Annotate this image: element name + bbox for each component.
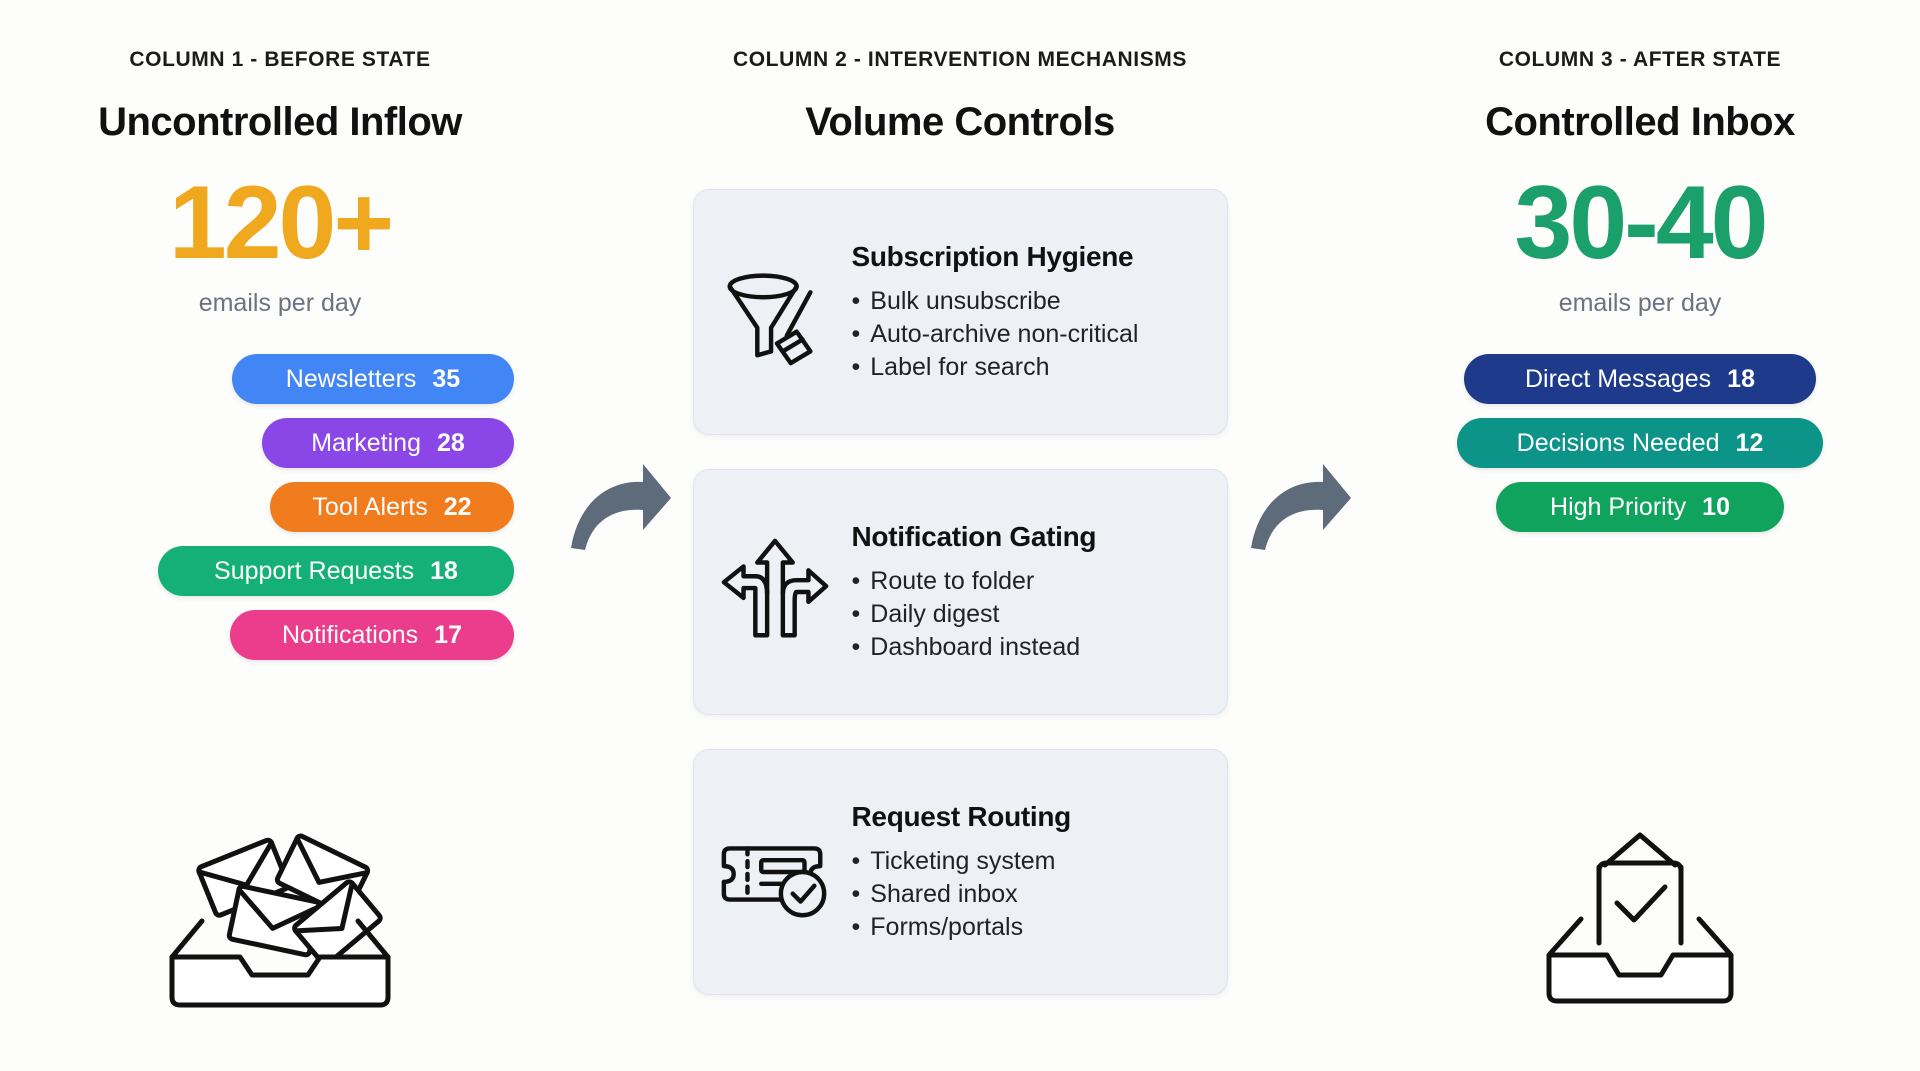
column-intervention-mechanisms: COLUMN 2 - INTERVENTION MECHANISMS Volum… (680, 0, 1240, 1071)
after-illustration (1360, 825, 1920, 1015)
list-item: Route to folder (852, 565, 1203, 598)
card-body: Notification Gating Route to folder Dail… (852, 521, 1203, 664)
flow-arrow-before-to-controls (571, 463, 671, 550)
connector-before-to-controls (560, 0, 680, 1071)
three-way-arrow-icon (716, 533, 834, 651)
card-title: Request Routing (851, 800, 1072, 832)
list-item: Forms/portals (852, 911, 1203, 944)
column-1-title: Uncontrolled Inflow (98, 100, 462, 144)
card-bullet-list: Route to folder Daily digest Dashboard i… (852, 565, 1203, 664)
card-subscription-hygiene[interactable]: Subscription Hygiene Bulk unsubscribe Au… (692, 189, 1228, 435)
card-notification-gating[interactable]: Notification Gating Route to folder Dail… (692, 469, 1228, 715)
mechanism-card-list: Subscription Hygiene Bulk unsubscribe Au… (680, 189, 1240, 995)
list-item[interactable]: Support Requests 18 (158, 546, 514, 596)
list-item[interactable]: Marketing 28 (262, 418, 514, 468)
list-item[interactable]: Newsletters 35 (232, 354, 514, 404)
messy-envelopes-inbox-icon (169, 833, 391, 1008)
column-after-state: COLUMN 3 - AFTER STATE Controlled Inbox … (1360, 0, 1920, 1071)
bullet-text: Shared inbox (870, 879, 1018, 908)
ticket-check-icon (716, 813, 834, 931)
card-request-routing[interactable]: Request Routing Ticketing system Shared … (692, 749, 1228, 995)
card-title: Notification Gating (851, 520, 1097, 552)
column-before-state: COLUMN 1 - BEFORE STATE Uncontrolled Inf… (0, 0, 560, 1071)
list-item: Label for search (852, 351, 1203, 384)
before-metric-value: 120+ (168, 165, 394, 281)
list-item: Shared inbox (852, 878, 1203, 911)
bullet-text: Auto-archive non-critical (870, 319, 1139, 348)
pill-count: 10 (1702, 492, 1730, 521)
list-item: Ticketing system (852, 845, 1203, 878)
pill-count: 22 (443, 492, 472, 521)
pill-label: Marketing (311, 428, 421, 457)
connector-controls-to-after (1240, 0, 1360, 1071)
after-metric-value: 30-40 (1514, 165, 1769, 281)
card-body: Subscription Hygiene Bulk unsubscribe Au… (852, 241, 1203, 384)
card-body: Request Routing Ticketing system Shared … (852, 801, 1203, 944)
column-2-title: Volume Controls (805, 100, 1115, 144)
column-1-eyebrow: COLUMN 1 - BEFORE STATE (129, 48, 431, 71)
bullet-text: Label for search (870, 352, 1050, 381)
funnel-broom-icon (716, 253, 834, 371)
bullet-text: Ticketing system (870, 846, 1056, 875)
list-item[interactable]: Decisions Needed 12 (1457, 418, 1823, 468)
flow-arrow-controls-to-after (1251, 463, 1351, 550)
pill-count: 12 (1735, 428, 1764, 457)
list-item[interactable]: Notifications 17 (230, 610, 514, 660)
pill-count: 18 (430, 556, 458, 585)
before-category-list: Newsletters 35 Marketing 28 Tool Alerts … (0, 354, 560, 660)
inbox-tray-check-icon (1546, 832, 1734, 1004)
before-illustration (0, 815, 560, 1015)
card-bullet-list: Bulk unsubscribe Auto-archive non-critic… (852, 285, 1203, 384)
bullet-text: Bulk unsubscribe (870, 286, 1061, 315)
list-item: Dashboard instead (852, 631, 1203, 664)
pill-label: Notifications (282, 620, 419, 649)
list-item[interactable]: Tool Alerts 22 (270, 482, 514, 532)
before-metric-caption: emails per day (198, 289, 362, 317)
bullet-text: Forms/portals (870, 912, 1024, 941)
pill-label: Decisions Needed (1516, 428, 1720, 457)
column-2-eyebrow: COLUMN 2 - INTERVENTION MECHANISMS (732, 48, 1188, 71)
bullet-text: Dashboard instead (870, 632, 1081, 661)
column-3-eyebrow: COLUMN 3 - AFTER STATE (1498, 48, 1782, 71)
pill-label: Tool Alerts (312, 492, 428, 521)
card-title: Subscription Hygiene (851, 240, 1134, 272)
card-bullet-list: Ticketing system Shared inbox Forms/port… (852, 845, 1203, 944)
pill-label: Newsletters (285, 364, 417, 393)
pill-label: Support Requests (214, 556, 415, 585)
pill-label: Direct Messages (1525, 364, 1712, 393)
list-item[interactable]: Direct Messages 18 (1464, 354, 1816, 404)
list-item: Daily digest (852, 598, 1203, 631)
pill-label: High Priority (1550, 492, 1687, 521)
column-3-title: Controlled Inbox (1485, 100, 1795, 144)
pill-count: 18 (1727, 364, 1755, 393)
list-item[interactable]: High Priority 10 (1496, 482, 1784, 532)
pill-count: 17 (434, 620, 462, 649)
pill-count: 35 (432, 364, 461, 393)
bullet-text: Daily digest (870, 599, 1000, 628)
list-item: Auto-archive non-critical (852, 318, 1203, 351)
bullet-text: Route to folder (870, 566, 1035, 595)
list-item: Bulk unsubscribe (852, 285, 1203, 318)
pill-count: 28 (436, 428, 465, 457)
after-category-list: Direct Messages 18 Decisions Needed 12 H… (1360, 354, 1920, 532)
after-metric-caption: emails per day (1558, 289, 1722, 317)
